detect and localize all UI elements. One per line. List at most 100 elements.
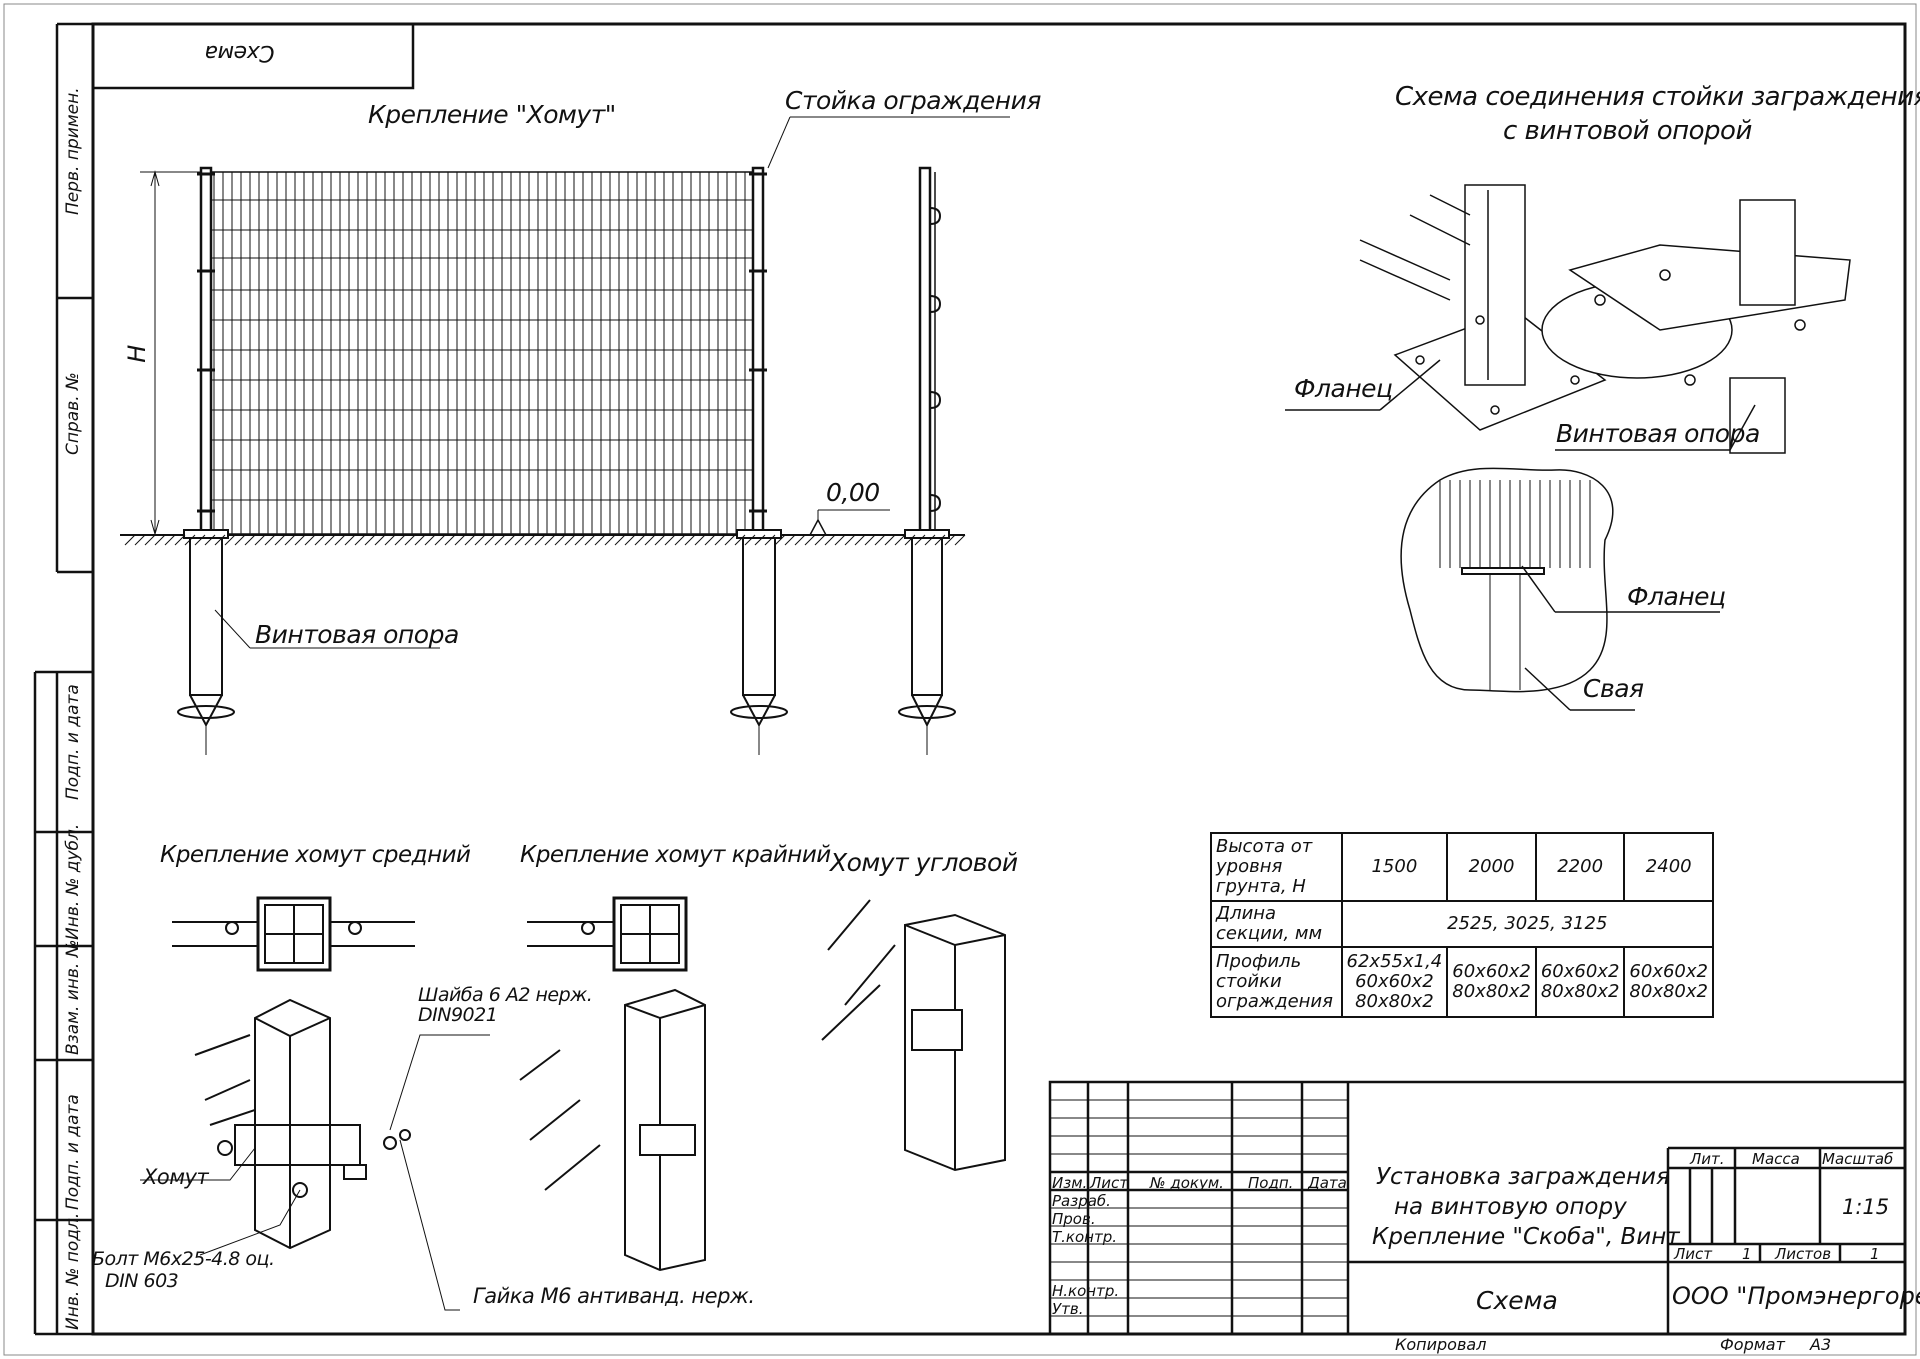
label-level-zero: 0,00	[826, 478, 880, 507]
ground-hatch-stroke	[474, 534, 486, 546]
ground-hatch-stroke	[164, 534, 176, 546]
ground-hatch-stroke	[524, 534, 536, 546]
ground-hatch-stroke	[954, 534, 966, 546]
ground-hatch-stroke	[444, 534, 456, 546]
ground-hatch-stroke	[924, 534, 936, 546]
ground-hatch-stroke	[124, 534, 136, 546]
spec-row2-header: Длина секции, мм	[1210, 900, 1343, 948]
label-clamp-edge: Крепление хомут крайний	[520, 842, 831, 868]
ground-hatch-stroke	[134, 534, 146, 546]
ground-hatch-stroke	[804, 534, 816, 546]
side-podp-data-top: Подп. и дата	[63, 684, 83, 800]
spec-profile-0-line-2: 80х80х2	[1355, 991, 1434, 1012]
label-pile: Свая	[1583, 674, 1644, 703]
label-bolt-2: DIN 603	[105, 1270, 179, 1292]
ground-hatch-stroke	[594, 534, 606, 546]
ground-hatch-stroke	[324, 534, 336, 546]
side-perv-primen: Перв. примен.	[63, 87, 83, 215]
ground-hatch-stroke	[354, 534, 366, 546]
connection-scheme	[1285, 184, 1851, 711]
ground-hatch-stroke	[604, 534, 616, 546]
ground-hatch-stroke	[664, 534, 676, 546]
ground-hatch-stroke	[824, 534, 836, 546]
ground-hatch-stroke	[744, 534, 756, 546]
ground-hatch-stroke	[814, 534, 826, 546]
tb-massa: Масса	[1752, 1150, 1800, 1168]
ground-hatch-stroke	[434, 534, 446, 546]
ground-hatch-stroke	[344, 534, 356, 546]
ground-hatch-stroke	[304, 534, 316, 546]
ground-hatch-stroke	[544, 534, 556, 546]
ground-hatch-stroke	[904, 534, 916, 546]
ground-hatch-stroke	[184, 534, 196, 546]
ground-hatch-stroke	[864, 534, 876, 546]
ground-hatch-stroke	[204, 534, 216, 546]
ground-hatch-stroke	[894, 534, 906, 546]
ground-hatch-stroke	[384, 534, 396, 546]
outer-trim	[3, 3, 1917, 1356]
ground-hatch-stroke	[174, 534, 186, 546]
ground-hatch-stroke	[834, 534, 846, 546]
inner-frame	[91, 22, 1907, 1336]
ground-hatch-stroke	[634, 534, 646, 546]
tb-title-1: Установка заграждения	[1376, 1164, 1670, 1190]
tb-doc-type: Схема	[1476, 1286, 1558, 1315]
ground-hatch-stroke	[584, 534, 596, 546]
side-inv-dubl: Инв. № дубл.	[63, 823, 83, 940]
tb-org: ООО "Промэнергоресурс"	[1672, 1282, 1920, 1310]
tb-tkontr: Т.контр.	[1052, 1228, 1118, 1246]
ground-hatch-stroke	[504, 534, 516, 546]
ground-hatch-stroke	[614, 534, 626, 546]
tb-razrab: Разраб.	[1052, 1192, 1111, 1210]
ground-hatch-stroke	[734, 534, 746, 546]
tb-prov: Пров.	[1052, 1210, 1096, 1228]
tb-col-doc: № докум.	[1150, 1174, 1224, 1192]
ground-hatch-stroke	[494, 534, 506, 546]
tb-title-3: Крепление "Скоба", Винт	[1372, 1224, 1680, 1250]
ground-hatch-stroke	[854, 534, 866, 546]
ground-hatch-stroke	[844, 534, 856, 546]
ground-hatch-stroke	[284, 534, 296, 546]
ground-hatch-stroke	[414, 534, 426, 546]
tb-nkontr: Н.контр.	[1052, 1282, 1120, 1300]
label-clamp-corner: Хомут угловой	[830, 848, 1018, 877]
ground-hatch-stroke	[484, 534, 496, 546]
tb-col-izm: Изм.	[1052, 1174, 1088, 1192]
ground-hatch-stroke	[394, 534, 406, 546]
ground-hatch-stroke	[624, 534, 636, 546]
ground-hatch-stroke	[534, 534, 546, 546]
sheet-copied: Копировал	[1395, 1335, 1487, 1354]
ground-hatch-stroke	[654, 534, 666, 546]
ground-hatch-stroke	[574, 534, 586, 546]
ground-hatch-stroke	[374, 534, 386, 546]
label-clamp-middle: Крепление хомут средний	[160, 842, 471, 868]
ground-hatch-stroke	[254, 534, 266, 546]
spec-profile-3-line-0: 60х60х2	[1629, 961, 1708, 982]
tb-list-label: Лист	[1674, 1245, 1713, 1263]
corner-stamp-box	[91, 22, 415, 90]
label-bolt-1: Болт М6х25-4.8 оц.	[92, 1248, 275, 1270]
ground-hatch-stroke	[464, 534, 476, 546]
ground-hatch-stroke	[874, 534, 886, 546]
spec-lengths: 2525, 3025, 3125	[1340, 900, 1715, 948]
side-inv-podl: Инв. № подл.	[63, 1212, 83, 1330]
ground-hatch-stroke	[794, 534, 806, 546]
tb-col-podp: Подп.	[1248, 1174, 1294, 1192]
spec-height-2: 2200	[1534, 832, 1626, 902]
ground-hatch-stroke	[784, 534, 796, 546]
ground-hatch-stroke	[154, 534, 166, 546]
label-flange-2: Фланец	[1627, 582, 1726, 611]
ground-hatch-stroke	[214, 534, 226, 546]
tb-utv: Утв.	[1052, 1300, 1084, 1318]
ground-hatch-stroke	[684, 534, 696, 546]
spec-table: Высота от уровня грунта, H 1500 2000 220…	[1210, 832, 1715, 1018]
ground-hatch-stroke	[334, 534, 346, 546]
label-khomut-mount: Крепление "Хомут"	[368, 100, 616, 129]
title-block-grid	[1048, 1080, 1907, 1336]
side-vzam-inv: Взам. инв. №	[63, 939, 83, 1055]
ground-hatch-stroke	[674, 534, 686, 546]
ground-hatch-stroke	[514, 534, 526, 546]
label-screw-pile-1: Винтовая опора	[255, 620, 459, 649]
tb-scale: 1:15	[1842, 1195, 1890, 1219]
